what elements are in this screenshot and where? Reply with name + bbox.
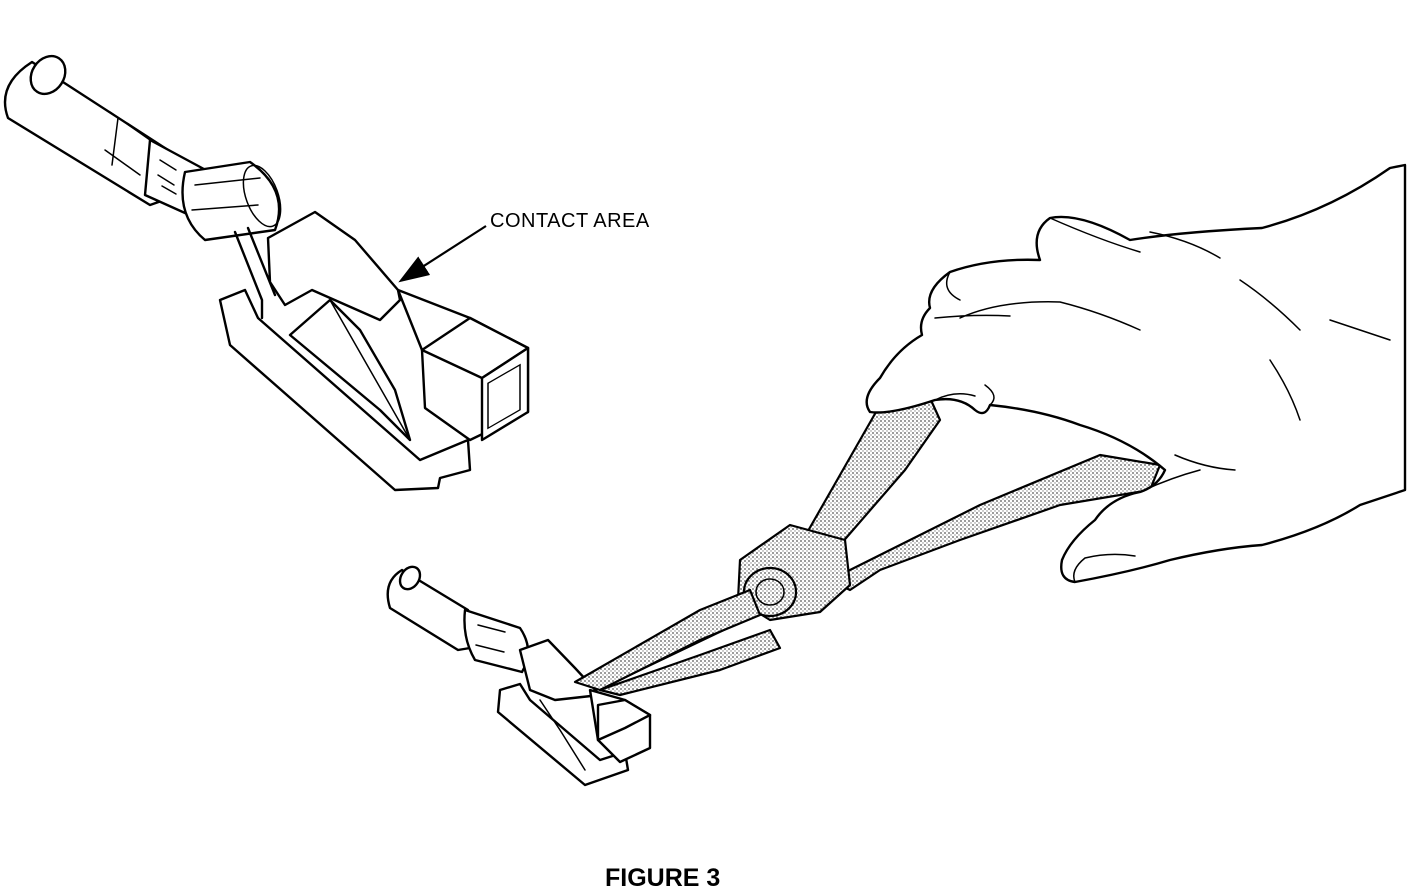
terminal-contact-small-icon	[386, 565, 652, 787]
contact-area-label: CONTACT AREA	[490, 210, 650, 232]
hand-icon	[865, 163, 1407, 584]
needle-nose-pliers-icon	[573, 396, 1162, 697]
terminal-contact-icon	[3, 54, 530, 492]
figure-caption: FIGURE 3	[605, 864, 721, 892]
callout-leader-line	[398, 225, 487, 283]
